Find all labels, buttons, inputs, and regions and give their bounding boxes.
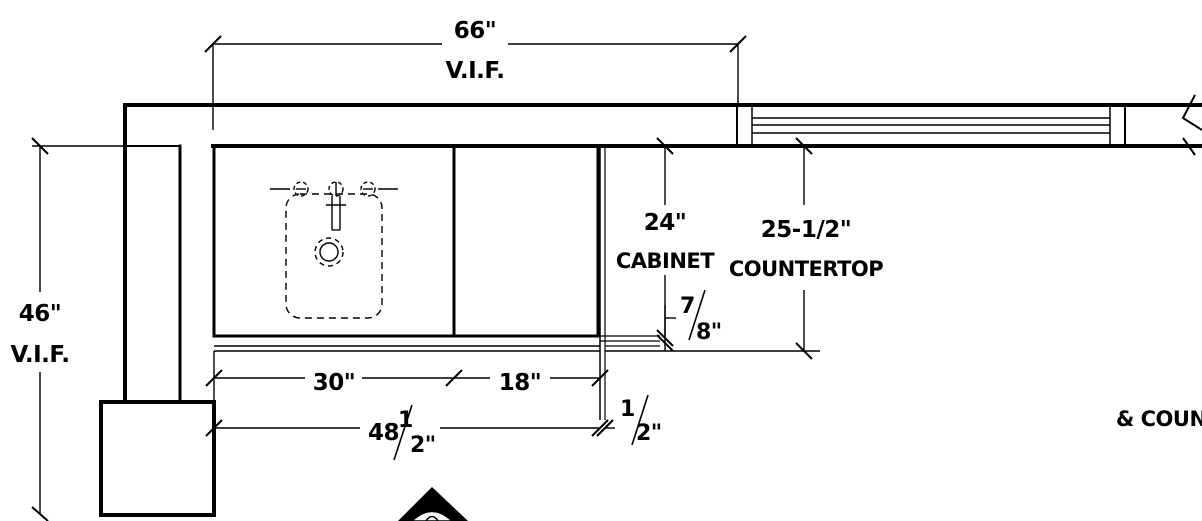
dimension-lines: [31, 35, 820, 521]
cabinet-depth-label: 24": [644, 210, 687, 236]
section-marker-icon: [398, 487, 468, 521]
sink-cabinet: [212, 144, 456, 338]
overall-width-num: 1: [398, 408, 413, 433]
overall-width-den: 2": [410, 433, 436, 458]
cabinets: [212, 144, 660, 420]
fraction-marks: [393, 289, 706, 461]
edge-num: 7: [680, 294, 695, 319]
edge-den: 8": [696, 320, 722, 345]
cabinet-label: CABINET: [616, 249, 715, 273]
top-width-note: V.I.F.: [446, 58, 505, 84]
faucet-icon: [270, 181, 398, 231]
cutoff-note: & COUN: [1116, 407, 1202, 431]
overall-width-whole: 48: [368, 420, 399, 446]
countertop-label: COUNTERTOP: [729, 257, 883, 281]
left-height-label: 46": [19, 301, 62, 327]
left-height-note: V.I.F.: [11, 342, 70, 368]
sink-basin: [285, 193, 383, 319]
side-cabinet: [452, 144, 600, 338]
side-cabinet-width-label: 18": [499, 370, 542, 396]
overhang-num: 1: [620, 397, 635, 422]
overhang-den: 2": [636, 421, 662, 446]
wall-opening: [736, 94, 1202, 156]
countertop-depth-label: 25-1/2": [761, 217, 851, 243]
top-width-label: 66": [454, 18, 497, 44]
wall-outline: [99, 103, 1202, 517]
sink-cabinet-width-label: 30": [313, 370, 356, 396]
